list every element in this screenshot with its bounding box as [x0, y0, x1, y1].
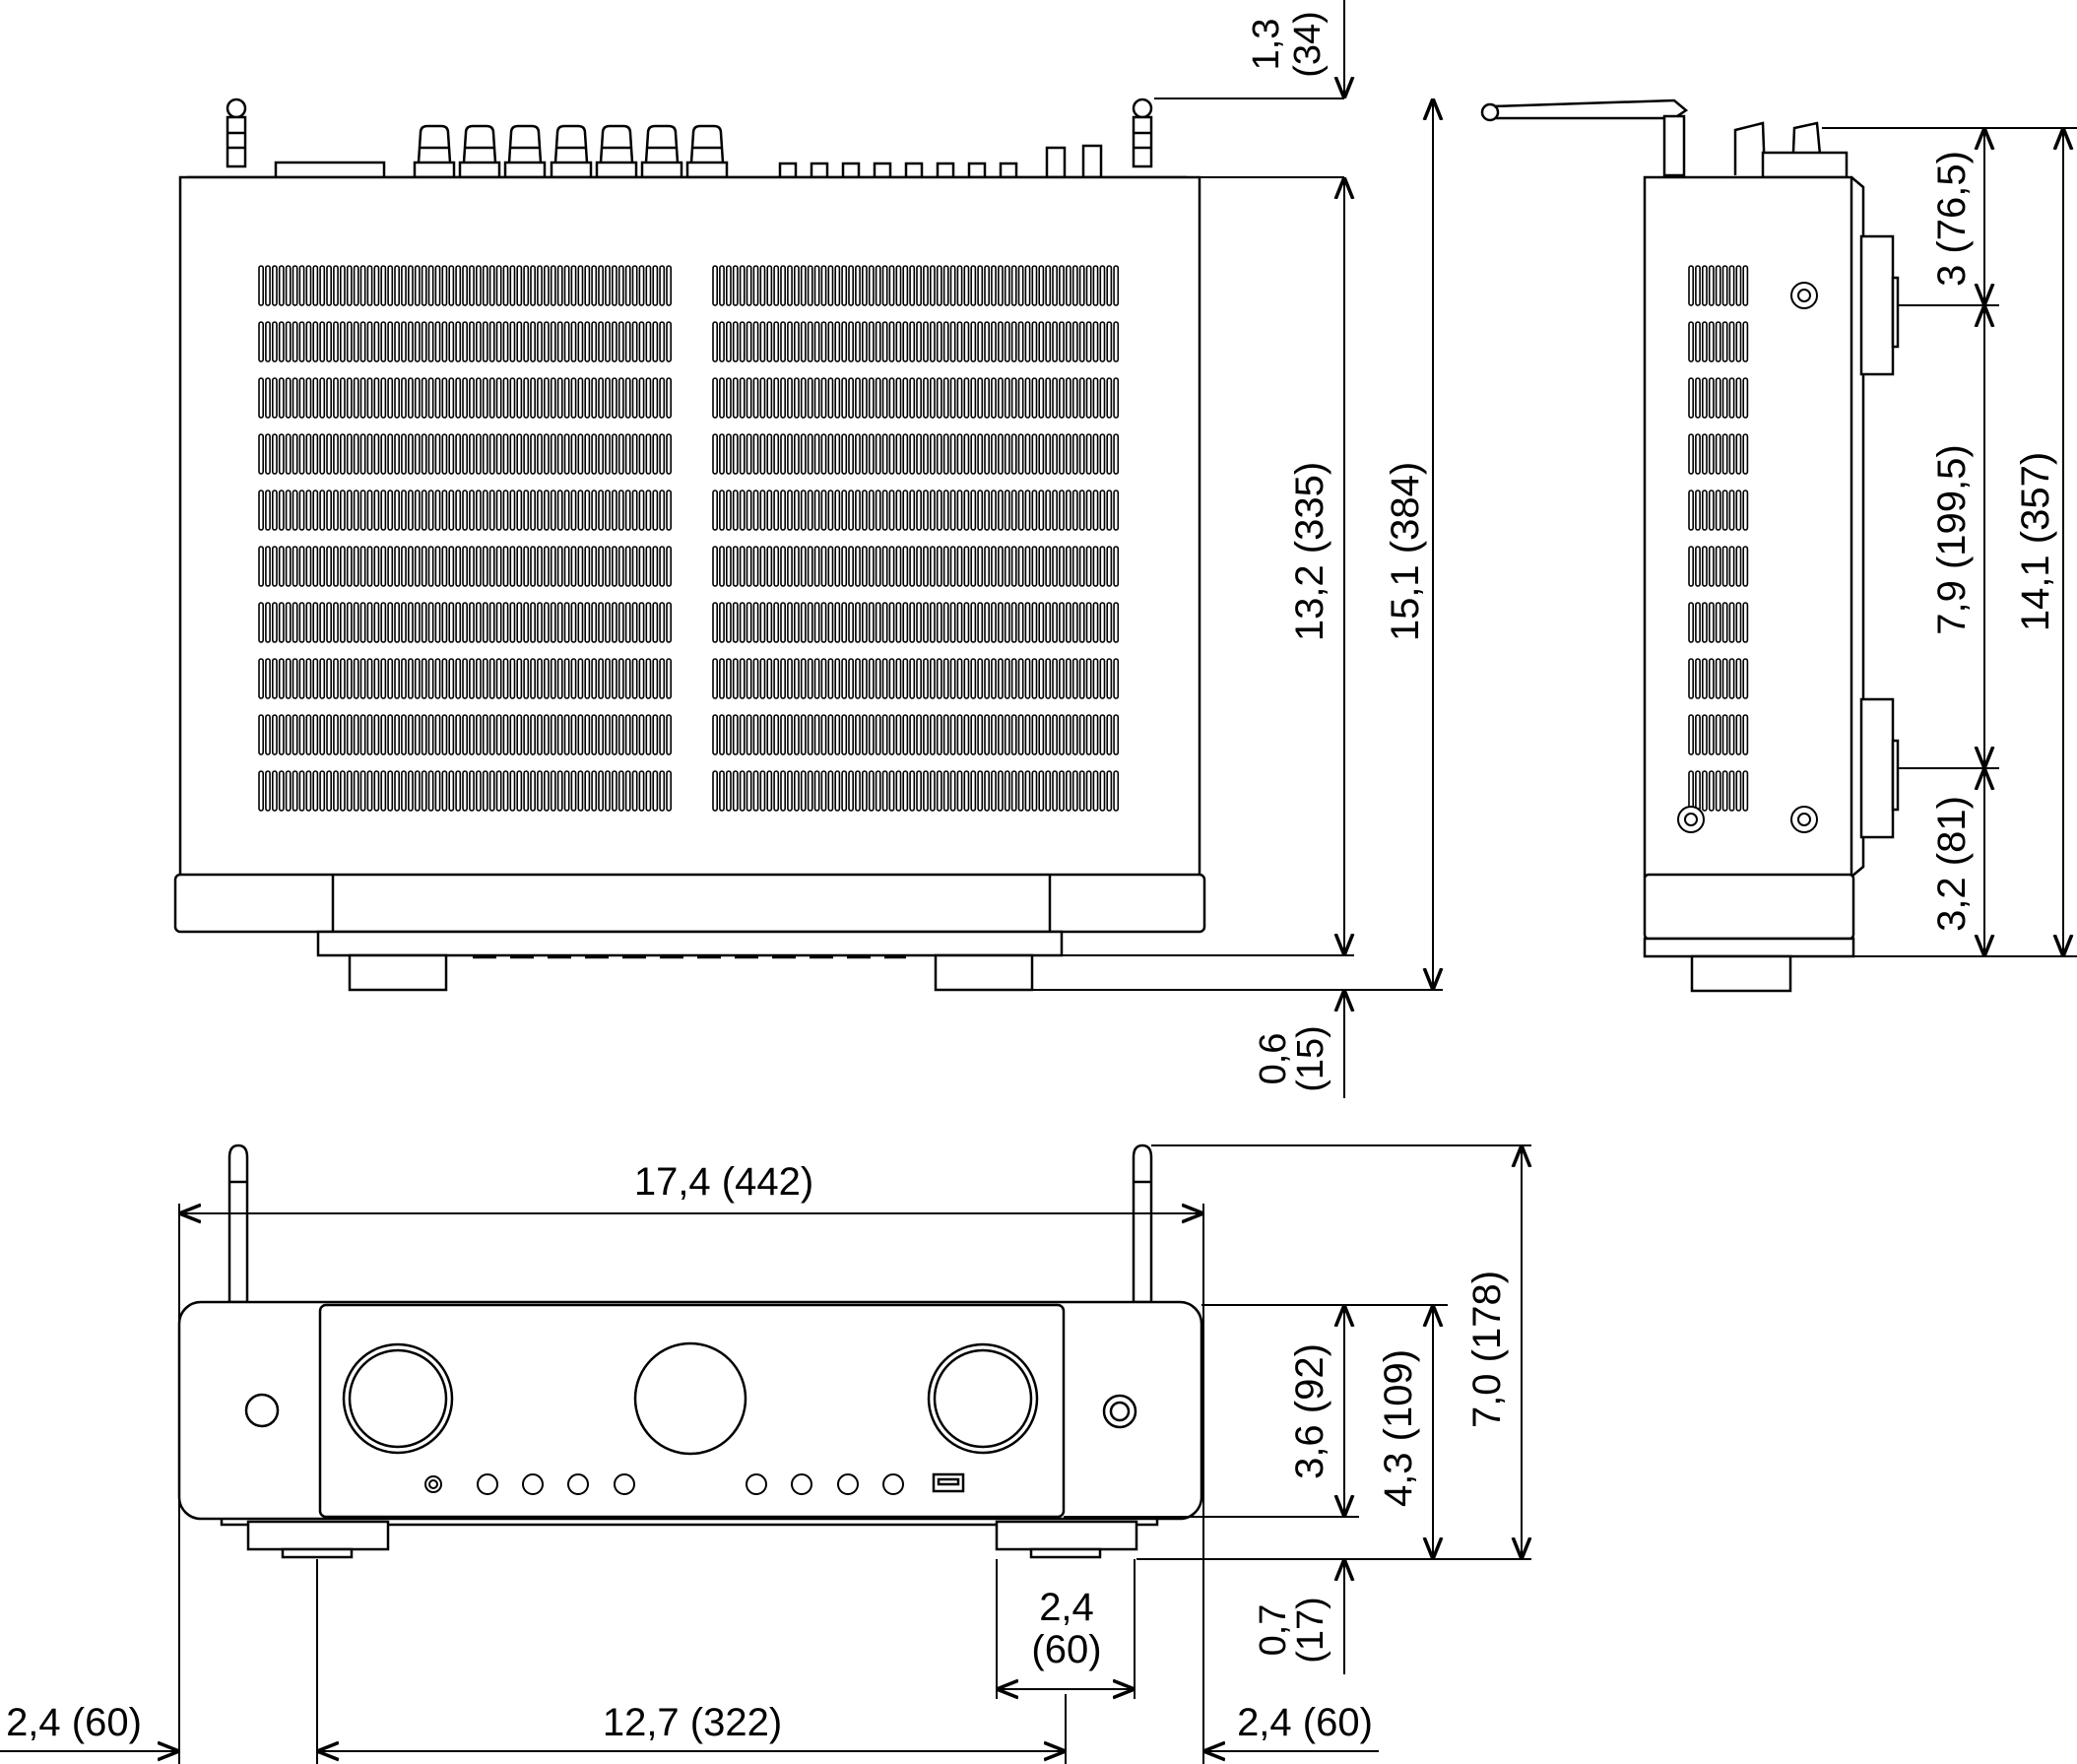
side-screws — [1677, 282, 1818, 833]
power-button[interactable] — [244, 1393, 280, 1428]
dim-side-lower: 3,2 (81) — [1930, 796, 1974, 932]
dim-foot-height-value: 0,7 — [1253, 1604, 1294, 1657]
dim-foot-width-value: 2,4 — [1039, 1586, 1094, 1629]
side-antenna — [1480, 98, 1689, 177]
side-view-labels: 3 (76,5) 7,9 (199,5) 3,2 (81) 14,1 (357) — [1930, 151, 2057, 932]
dim-foot-width-mm: (60) — [1031, 1628, 1101, 1671]
rear-speaker-terminals — [413, 124, 729, 179]
top-vents-right — [712, 265, 1120, 812]
dim-antenna-above-mm: (34) — [1287, 11, 1329, 78]
front-antenna-right — [1132, 1143, 1153, 1304]
dim-side-middle: 7,9 (199,5) — [1930, 444, 1974, 634]
input-selector-knob[interactable] — [342, 1342, 454, 1455]
dim-total-height: 7,0 (178) — [1465, 1271, 1509, 1428]
front-view — [177, 1143, 1203, 1559]
rear-antenna-left — [226, 98, 247, 168]
front-view-dimensions — [0, 1144, 1531, 1764]
volume-knob[interactable] — [633, 1341, 747, 1456]
dim-body-depth: 13,2 (335) — [1288, 462, 1331, 641]
dim-side-total: 14,1 (357) — [2014, 452, 2057, 631]
side-view-dimensions — [1822, 127, 2077, 957]
side-foot — [1690, 954, 1792, 993]
tone-knob[interactable] — [927, 1342, 1039, 1455]
usb-port[interactable] — [932, 1472, 965, 1493]
headphone-jack[interactable] — [1102, 1394, 1137, 1429]
top-foot-right — [934, 953, 1034, 992]
top-view — [173, 98, 1206, 992]
top-vents-left — [258, 265, 672, 812]
dim-body-height: 4,3 (109) — [1377, 1349, 1420, 1507]
dim-total-depth: 15,1 (384) — [1384, 462, 1427, 641]
front-antenna-left — [227, 1143, 249, 1304]
dim-foot-height-mm: (17) — [1290, 1597, 1331, 1664]
dim-foot-spacing: 12,7 (322) — [603, 1701, 782, 1744]
side-view — [1480, 98, 1900, 993]
front-view-labels: 17,4 (442) 3,6 (92) 4,3 (109) 7,0 (178) … — [6, 1160, 1509, 1744]
top-foot-left — [348, 953, 448, 992]
dim-right-offset: 2,4 (60) — [1237, 1701, 1373, 1744]
front-foot-left — [246, 1520, 390, 1559]
top-view-dimensions — [1032, 0, 1443, 1098]
dim-feet-below-mm: (15) — [1290, 1025, 1331, 1092]
rear-jacks — [778, 144, 1103, 179]
front-small-buttons[interactable] — [424, 1473, 904, 1495]
dim-panel-height: 3,6 (92) — [1288, 1343, 1331, 1479]
dim-left-offset: 2,4 (60) — [6, 1701, 142, 1744]
top-view-labels: 1,3 (34) 13,2 (335) 15,1 (384) 0,6 (15) — [1246, 11, 1427, 1092]
dim-side-upper: 3 (76,5) — [1930, 151, 1974, 287]
side-vents — [1688, 265, 1749, 812]
rear-antenna-right — [1132, 98, 1153, 168]
dim-antenna-above-value: 1,3 — [1246, 19, 1287, 71]
front-foot-right — [995, 1520, 1138, 1559]
dim-front-width: 17,4 (442) — [634, 1160, 813, 1204]
dim-feet-below-value: 0,6 — [1253, 1033, 1294, 1085]
